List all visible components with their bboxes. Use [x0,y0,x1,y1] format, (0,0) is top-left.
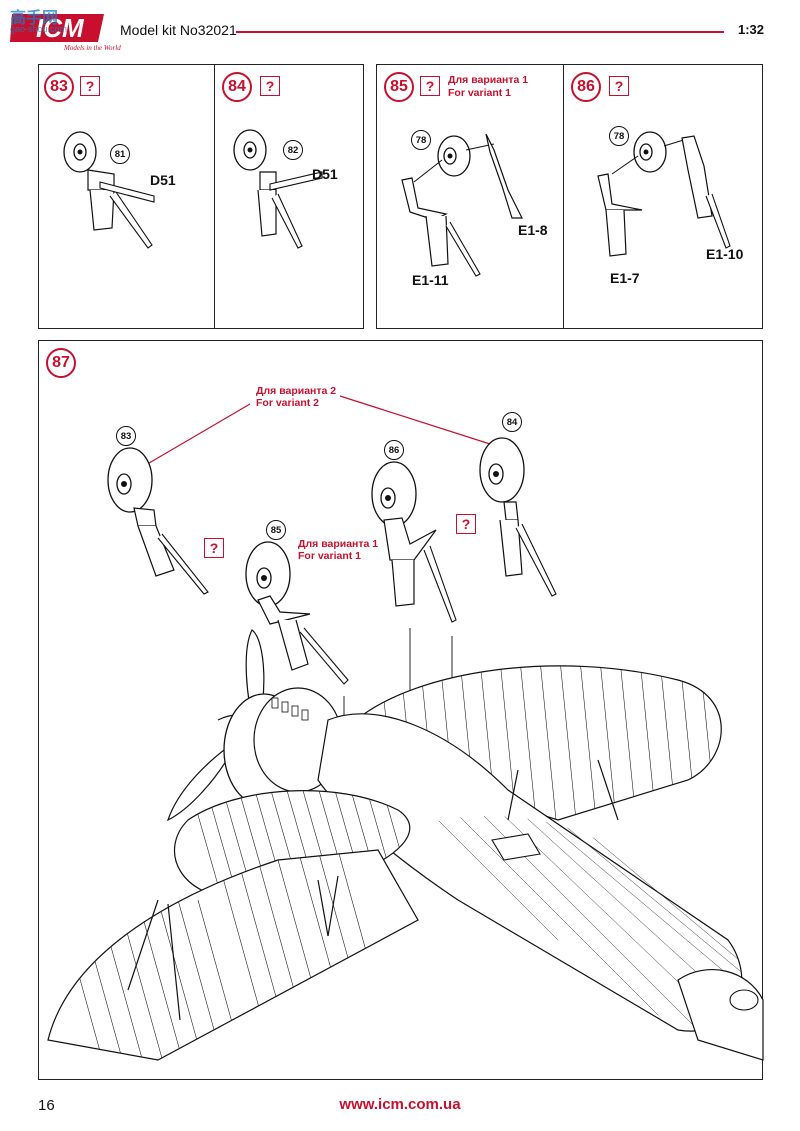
variant-label-ru: Для варианта 1 [448,74,529,86]
wheel-assembly-83 [63,131,155,249]
logo-text: ICM [36,13,85,43]
gear-assembly-84 [479,437,557,597]
callout-84: 84 [502,412,522,432]
part-label-d51: D51 [312,166,338,182]
callout-82: 82 [283,140,303,160]
part-label-e1-8: E1-8 [518,222,548,238]
icm-logo: ICM Models in the World [8,4,121,52]
step-number-86: 86 [571,72,601,102]
watermark-cn: 高手网 [10,10,59,27]
variant1-label-ru: Для варианта 1 [298,538,379,550]
step-number-83: 83 [44,72,74,102]
question-box: ? [80,76,100,96]
part-label-e1-10: E1-10 [706,246,744,262]
callout-83: 83 [116,426,136,446]
logo-graphic: ICM Models in the World [10,13,121,52]
step-number-87: 87 [46,348,76,378]
gear-assembly-85 [245,541,349,685]
question-box: ? [609,76,629,96]
step-number-85: 85 [384,72,414,102]
wheel-assembly-84 [233,129,323,249]
question-box: ? [260,76,280,96]
page-number: 16 [38,1097,55,1114]
part-label-d51: D51 [150,172,176,188]
logo-slogan: Models in the World [63,44,121,52]
biplane-illustration [47,628,764,1061]
part-label-e1-11: E1-11 [412,272,449,288]
scale-label: 1:32 [737,22,764,37]
callout-78: 78 [609,126,629,146]
watermark-url: gao-shou.com [10,24,68,34]
callout-81: 81 [110,144,130,164]
part-label-e1-7: E1-7 [610,270,640,286]
header-title: Model kit No32021 [120,22,237,38]
panel-step-86 [563,64,763,329]
callout-78: 78 [411,130,431,150]
question-box: ? [204,538,224,558]
variant-label-en: For variant 1 [448,87,512,99]
question-box: ? [456,514,476,534]
step-number-84: 84 [222,72,252,102]
callout-86: 86 [384,440,404,460]
gear-assembly-83 [107,447,209,595]
variant1-label-en: For variant 1 [298,550,362,562]
gear-assembly-86 [371,461,457,623]
wheel-assembly-85 [401,133,523,277]
panel-step-84 [214,64,364,329]
panel-step-87 [38,340,763,1080]
callout-85: 85 [266,520,286,540]
variant2-label-ru: Для варианта 2 [256,385,337,397]
wheel-assembly-86 [597,131,731,257]
website-link[interactable]: www.icm.com.ua [339,1096,461,1113]
question-box: ? [420,76,440,96]
header-divider [236,31,724,33]
variant2-label-en: For variant 2 [256,397,320,409]
